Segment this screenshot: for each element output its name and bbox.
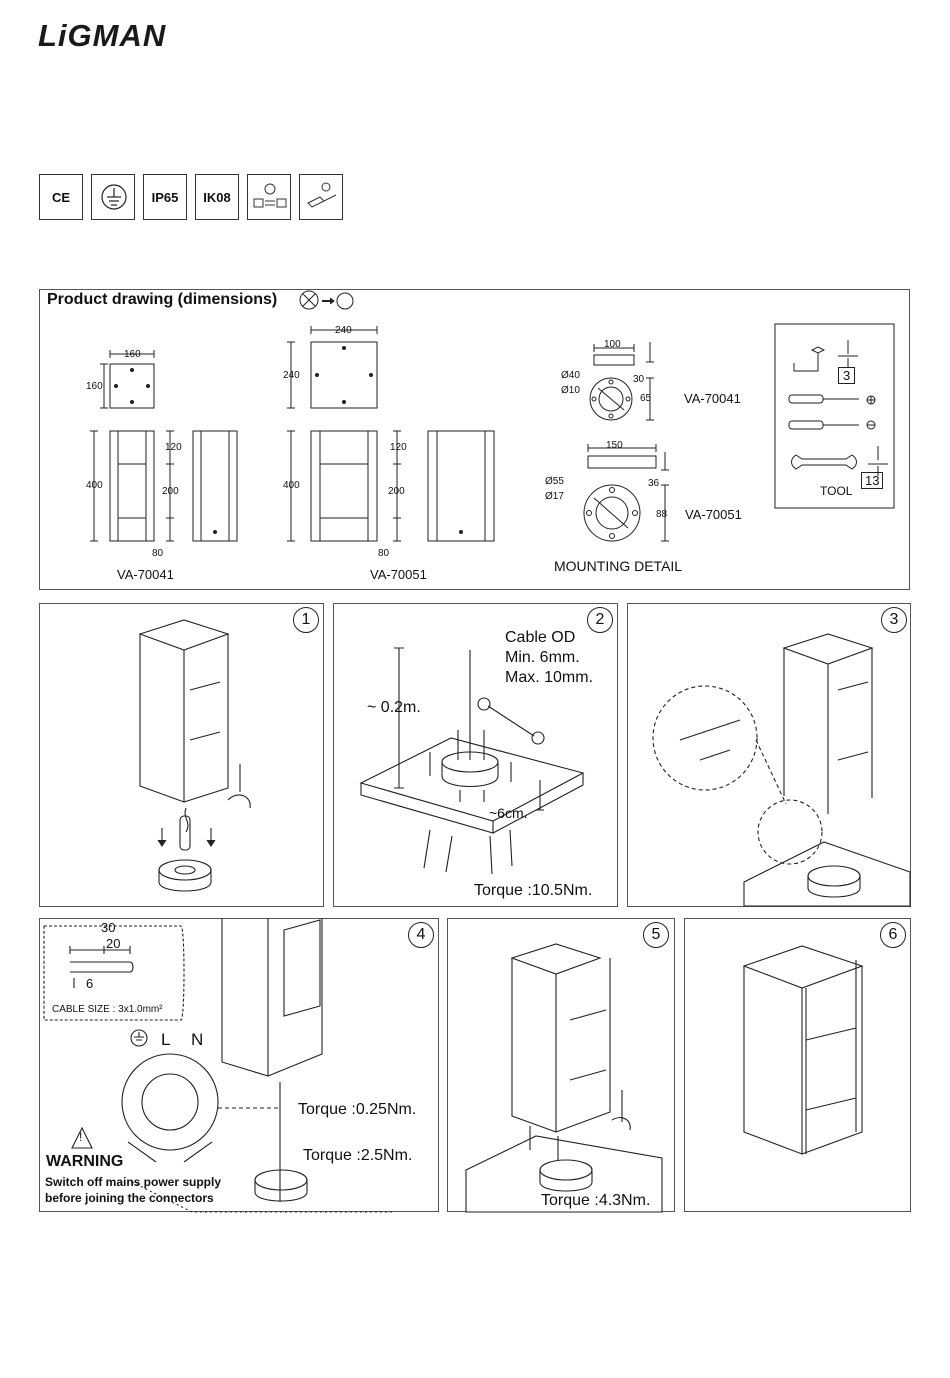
step-1-panel xyxy=(39,603,324,907)
small-depth-label: 160 xyxy=(86,381,103,392)
cable-size-label: CABLE SIZE : 3x1.0mm² xyxy=(52,1004,163,1015)
step-4-panel xyxy=(39,918,439,1212)
earth-ground-icon xyxy=(91,174,135,220)
step-4-number: 4 xyxy=(408,922,434,948)
step-6-panel xyxy=(684,918,911,1212)
mount-b-width: 150 xyxy=(606,440,623,451)
mount-b-model: VA-70051 xyxy=(685,507,742,522)
gland-torque: Torque :2.5Nm. xyxy=(303,1147,413,1164)
step-2-panel xyxy=(333,603,618,907)
small-bottom-label: 80 xyxy=(152,548,164,559)
mount-a-h2: 65 xyxy=(640,393,652,404)
cable-max-label: Max. 10mm. xyxy=(505,669,594,686)
small-width-label: 160 xyxy=(124,349,141,360)
mount-b-inner: Ø17 xyxy=(545,491,564,502)
mount-a-h1: 30 xyxy=(633,374,645,385)
strip-length-30: 30 xyxy=(101,920,116,935)
large-height-label: 400 xyxy=(283,480,300,491)
mounting-detail-title: MOUNTING DETAIL xyxy=(554,558,683,574)
cable-min-label: Min. 6mm. xyxy=(505,649,580,666)
warning-icon: ! xyxy=(79,1130,83,1144)
large-width-label: 240 xyxy=(335,325,352,336)
mount-b-outer: Ø55 xyxy=(545,476,564,487)
product-drawing-title: Product drawing (dimensions) xyxy=(47,291,278,308)
small-top-label: 120 xyxy=(165,442,182,453)
step-5-torque: Torque :4.3Nm. xyxy=(541,1192,651,1209)
ik08-rating: IK08 xyxy=(195,174,239,220)
large-top-label: 120 xyxy=(390,442,407,453)
earth-ground-glyph xyxy=(101,184,127,210)
neutral-terminal-label: N xyxy=(191,1030,204,1049)
mount-b-h2: 88 xyxy=(656,509,668,520)
step-3-number: 3 xyxy=(881,607,907,633)
step-1-number: 1 xyxy=(293,607,319,633)
bury-depth-label: ~6cm. xyxy=(489,805,528,821)
warning-line-2: before joining the connectors xyxy=(45,1191,214,1205)
product-drawing-panel xyxy=(39,289,910,590)
step-2-torque: Torque :10.5Nm. xyxy=(474,882,593,899)
mount-a-inner: Ø10 xyxy=(561,385,580,396)
live-terminal-label: L xyxy=(161,1030,171,1049)
brand-logo: LiGMAN xyxy=(38,18,167,53)
connector-icon xyxy=(299,174,343,220)
step-6-number: 6 xyxy=(880,922,906,948)
step-5-number: 5 xyxy=(643,922,669,948)
strip-length-6: 6 xyxy=(86,976,94,991)
mount-a-width: 100 xyxy=(604,339,621,350)
hex-key-size: 3 xyxy=(838,367,856,384)
mount-a-outer: Ø40 xyxy=(561,370,580,381)
ip65-rating: IP65 xyxy=(143,174,187,220)
large-model-label: VA-70051 xyxy=(370,567,427,582)
driver-glyph xyxy=(253,183,287,208)
small-height-label: 400 xyxy=(86,480,103,491)
wrench-size: 13 xyxy=(861,472,884,489)
tool-title: TOOL xyxy=(820,484,853,498)
small-model-label: VA-70041 xyxy=(117,567,174,582)
mount-b-h1: 36 xyxy=(648,478,660,489)
connector-torque: Torque :0.25Nm. xyxy=(298,1101,417,1118)
cable-od-label: Cable OD xyxy=(505,629,576,646)
strip-length-20: 20 xyxy=(106,936,121,951)
height-above-ground: ~ 0.2m. xyxy=(367,699,421,716)
driver-icon xyxy=(247,174,291,220)
warning-line-1: Switch off mains power supply xyxy=(45,1175,222,1189)
large-bottom-label: 80 xyxy=(378,548,390,559)
mount-a-model: VA-70041 xyxy=(684,391,741,406)
step-2-number: 2 xyxy=(587,607,613,633)
warning-title: WARNING xyxy=(46,1153,124,1170)
small-mid-label: 200 xyxy=(162,486,179,497)
large-mid-label: 200 xyxy=(388,486,405,497)
large-depth-label: 240 xyxy=(283,370,300,381)
ce-mark: CE xyxy=(39,174,83,220)
connector-glyph xyxy=(307,182,337,208)
